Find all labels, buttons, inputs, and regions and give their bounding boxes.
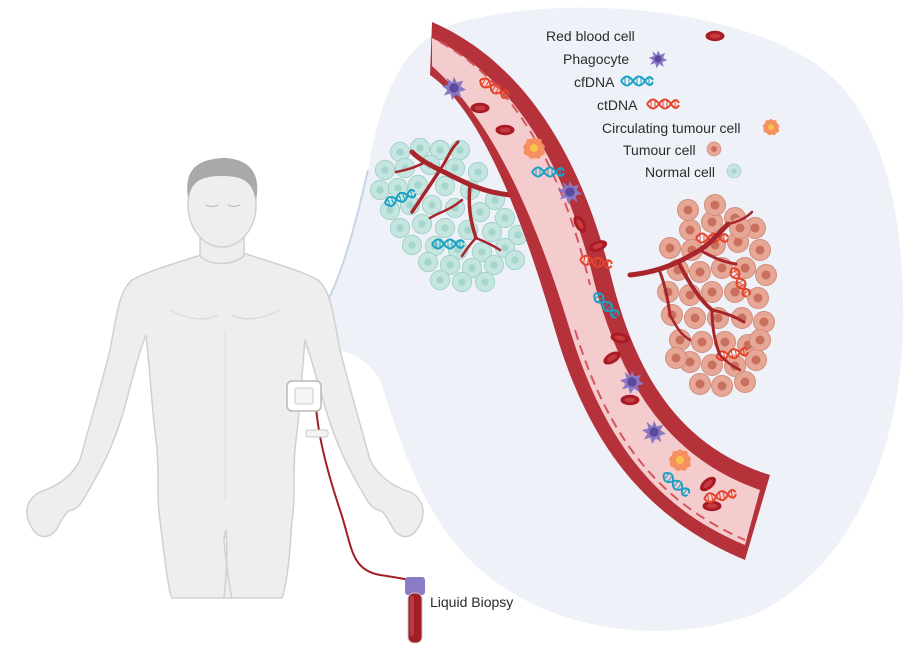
tumour-cell [689, 373, 711, 395]
red-blood-cell [620, 394, 640, 406]
normal-cell [474, 271, 496, 293]
tumour-cell [704, 194, 726, 216]
tumour-cell-icon [706, 141, 722, 157]
normal-cell [467, 161, 489, 183]
legend-normal-cell: Normal cell [645, 164, 715, 180]
normal-cell [434, 175, 456, 197]
tumour-cell [691, 331, 713, 353]
tumour-cell [755, 264, 777, 286]
tumour-cell [659, 237, 681, 259]
normal-cell [429, 269, 451, 291]
legend-label-red-blood-cell: Red blood cell [546, 28, 635, 44]
legend-label-circulating-tumour-cell: Circulating tumour cell [602, 120, 741, 136]
legend-label-tumour-cell: Tumour cell [623, 142, 696, 158]
tumour-cell [734, 257, 756, 279]
red-blood-cell [495, 124, 515, 136]
liquid-biopsy-label: Liquid Biopsy [430, 594, 514, 610]
tumour-cell [734, 371, 756, 393]
legend-label-normal-cell: Normal cell [645, 164, 716, 180]
tumour-cell [661, 304, 683, 326]
legend-cfdna: cfDNA [574, 74, 614, 90]
tumour-cell [701, 354, 723, 376]
iv-line [286, 380, 417, 583]
normal-cell [434, 217, 456, 239]
tumour-cell [711, 375, 733, 397]
legend-phagocyte: Phagocyte [563, 51, 629, 67]
normal-cell [451, 271, 473, 293]
normal-cell [401, 234, 423, 256]
tumour-cell [749, 329, 771, 351]
legend-ctdna: ctDNA [597, 97, 637, 113]
normal-cell [421, 194, 443, 216]
tumour-cell [701, 281, 723, 303]
normal-cell [379, 199, 401, 221]
legend-label-phagocyte: Phagocyte [563, 51, 630, 67]
legend-red-blood-cell: Red blood cell [546, 28, 635, 44]
normal-cell [369, 179, 391, 201]
tumour-cell [753, 311, 775, 333]
normal-cell [469, 201, 491, 223]
normal-cell-icon [726, 163, 742, 179]
normal-cell [374, 159, 396, 181]
tumour-cell [684, 307, 706, 329]
normal-cell [481, 221, 503, 243]
legend-label-cfdna: cfDNA [574, 74, 615, 90]
capillary-branches [394, 140, 754, 372]
blood-collection-tube [405, 577, 425, 644]
normal-cell [483, 254, 505, 276]
tumour-cell [677, 199, 699, 221]
normal-cell [389, 217, 411, 239]
tumour-cell [749, 239, 771, 261]
red-blood-cell-icon [705, 30, 725, 42]
legend-circulating-tumour-cell: Circulating tumour cell [602, 120, 741, 136]
tumour-cell [747, 287, 769, 309]
normal-cell [504, 249, 526, 271]
blood-vessel [430, 22, 770, 560]
normal-cell [417, 251, 439, 273]
tumour-cell [689, 261, 711, 283]
human-body-figure [26, 158, 424, 599]
tumour-cell [665, 347, 687, 369]
normal-cell [411, 213, 433, 235]
legend-tumour-cell: Tumour cell [623, 142, 696, 158]
legend-label-ctdna: ctDNA [597, 97, 638, 113]
red-blood-cell [470, 102, 490, 114]
